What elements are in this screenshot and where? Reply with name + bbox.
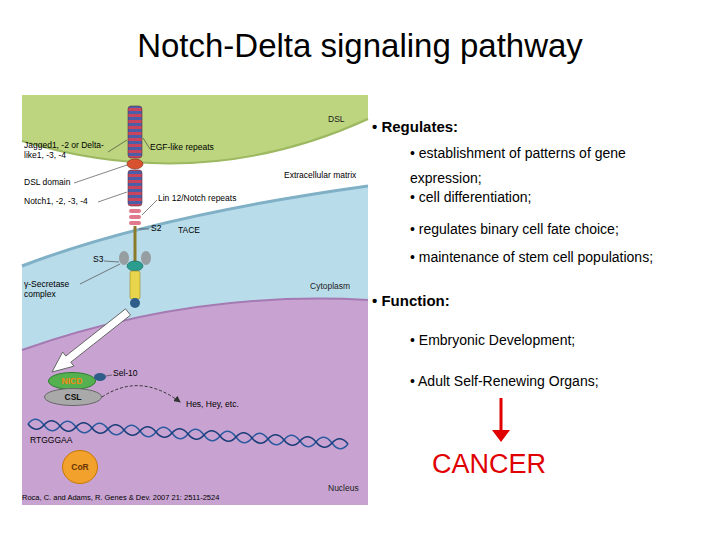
lnr-repeat [129,215,141,219]
leader-line [74,165,127,183]
dna-strand [28,419,348,449]
leader-line [104,261,119,262]
bullet-text: • establishment of patterns of gene expr… [410,141,692,191]
secretase-blob [119,251,129,265]
transcription-arrow [102,386,180,402]
bullet-text: • Regulates: [372,118,458,135]
membrane-line [22,299,368,350]
node-shape [45,389,102,406]
ankyrin-repeats [130,271,140,299]
transmembrane-domain [134,226,137,262]
node-label: CoR [62,450,98,484]
membrane-line [22,119,368,163]
part-label: TACE [178,226,200,236]
ram-domain [127,261,143,271]
dsl-domain [127,159,143,169]
ligand-egf-repeats [128,106,142,158]
part-label: Extracellular matrix [284,171,356,181]
node-shape [63,451,98,484]
part-label: S3 [93,255,103,265]
leader-line [139,229,149,230]
lnr-repeat [129,221,141,225]
leader-line [108,140,127,152]
leader-line [142,200,157,215]
node-shape [49,373,96,390]
part-label: EGF-like repeats [150,143,214,153]
part-label: Roca, C. and Adams, R. Genes & Dev. 2007… [22,494,219,503]
bullet-text: • Embryonic Development; [410,332,575,348]
node-outline [22,95,368,175]
nicd-ellipse: NICD [48,372,96,390]
leader-line [143,138,150,149]
membrane-line [22,186,368,266]
part-label: Notch1, -2, -3, -4 [24,197,88,207]
part-label: Jagged1, -2 or Delta-like1, -3, -4 [24,141,116,161]
leader-line [80,264,120,284]
leader-line [98,192,127,202]
part-label: Lin 12/Notch repeats [158,194,236,204]
part-label: DSL domain [24,178,70,188]
cor-circle: CoR [62,450,98,484]
secretase-blob [141,251,151,265]
node-label: Nucleus [328,484,359,494]
part-label: RTGGGAA [30,436,72,446]
node-shape [22,299,368,505]
leader-line [106,375,112,376]
part-label: Hes, Hey, etc. [186,400,239,410]
bullet-text: • cell differentiation; [410,189,531,205]
node-label: NICD [48,372,96,390]
node-shape [22,95,368,163]
bullet-text: CANCER [432,449,546,480]
csl-ellipse: CSL [44,388,102,406]
pest-domain [130,298,140,308]
bullet-text: • maintenance of stem cell populations; [410,249,653,265]
part-label: S2 [151,224,161,234]
bullet-text: • Function: [372,292,450,309]
red-arrow [500,398,503,432]
sel10-protein [94,373,106,381]
part-label: γ-Secretase complex [24,280,80,300]
bullet-text: • regulates binary cell fate choice; [410,221,619,237]
node-label: CSL [44,388,102,406]
node-shape [22,186,368,505]
part-label: Sel-10 [113,369,138,379]
dna-strand [28,421,348,448]
node-label: DSL [328,115,345,125]
notch-egf-repeats [128,170,142,206]
node-label: Cytoplasm [310,282,350,292]
sending-cell: DSL [22,95,368,175]
lnr-repeat [129,209,141,213]
page-title: Notch-Delta signaling pathway [0,26,720,66]
red-arrow-head [492,430,510,442]
bullet-text: • Adult Self-Renewing Organs; [410,373,599,389]
translocation-arrow [52,309,131,372]
